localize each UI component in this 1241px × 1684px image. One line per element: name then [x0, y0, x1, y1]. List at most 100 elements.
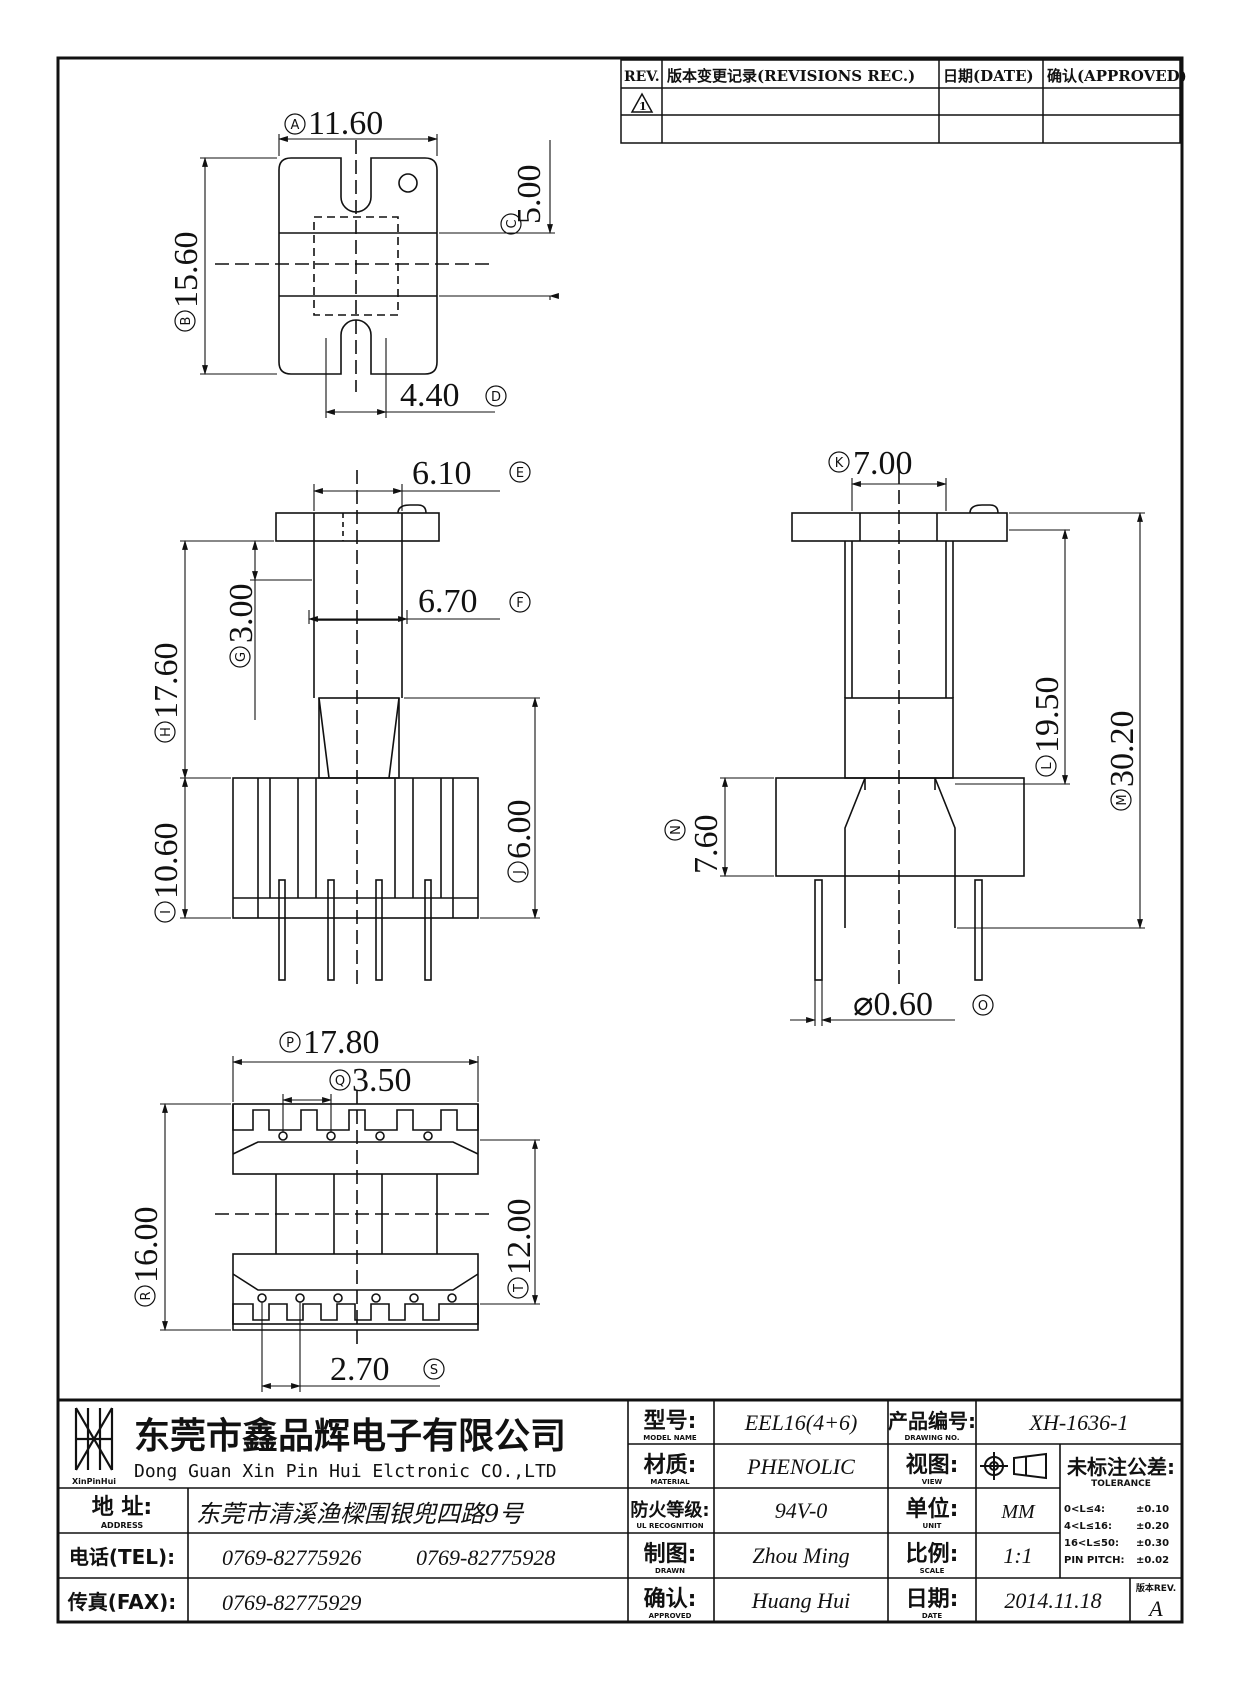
rev-value: A [1147, 1596, 1163, 1621]
tol-4-range: PIN PITCH: [1064, 1555, 1124, 1566]
scale-value: 1:1 [1003, 1543, 1032, 1568]
side-view-dimensions [720, 478, 1145, 1026]
dim-p-value: 17.80 [303, 1024, 380, 1061]
approved-label: 确认: [644, 1586, 697, 1612]
address-label: 地 址: [92, 1495, 152, 1520]
material-label: 材质: [644, 1453, 697, 1478]
dim-q-value: 3.50 [352, 1062, 412, 1099]
dim-k-value: 7.00 [853, 445, 913, 482]
view-label-en: VIEW [922, 1478, 943, 1486]
drawing-no-label-en: DRAWING NO. [905, 1434, 960, 1442]
flame-label: 防火等级: [630, 1499, 709, 1521]
approved-header: 确认(APPROVED) [1047, 67, 1187, 85]
drawn-value: Zhou Ming [752, 1543, 849, 1568]
dim-r-value: 16.00 [128, 1207, 165, 1284]
dim-b-value: 15.60 [168, 232, 205, 309]
model-label: 型号: [644, 1409, 697, 1434]
tol-1-range: 0<L≤4: [1064, 1504, 1105, 1515]
flame-value: 94V-0 [775, 1498, 828, 1523]
approved-value: Huang Hui [751, 1588, 850, 1613]
tolerance-label: 未标注公差: [1067, 1455, 1175, 1479]
dim-g-marker: G [234, 652, 249, 662]
drawing-no-label: 产品编号: [888, 1409, 976, 1433]
dim-n-marker: N [669, 825, 684, 835]
dim-b-marker: B [179, 317, 194, 326]
tol-3-range: 16<L≤50: [1064, 1538, 1119, 1549]
revision-triangle-icon [630, 92, 654, 113]
dim-t-marker: T [512, 1284, 527, 1293]
rev-1-number: 1 [639, 100, 647, 113]
fax-label: 传真(FAX): [67, 1590, 177, 1614]
company-logo [74, 1407, 114, 1471]
dim-p-marker: P [286, 1036, 294, 1051]
dim-c-value: 5.00 [511, 165, 548, 225]
dim-h-value: 17.60 [148, 643, 185, 720]
flame-label-en: UL RECOGNITION [636, 1522, 703, 1530]
dim-a-marker: A [291, 118, 300, 133]
top-view [215, 140, 495, 392]
revisions-header: 版本变更记录(REVISIONS REC.) [667, 67, 915, 85]
unit-label-en: UNIT [923, 1522, 942, 1530]
dim-r-marker: R [139, 1291, 154, 1300]
top-view-dimensions [200, 134, 555, 418]
drawing-no-value: XH-1636-1 [1029, 1410, 1129, 1435]
dim-d-value: 4.40 [400, 377, 460, 414]
address-label-en: ADDRESS [101, 1521, 144, 1530]
dim-l-value: 19.50 [1029, 677, 1066, 754]
fax-value: 0769-82775929 [222, 1590, 361, 1615]
dim-k-marker: K [835, 456, 844, 471]
dim-o-marker: O [978, 999, 988, 1014]
date-value: 2014.11.18 [1004, 1588, 1101, 1613]
company-name-cn: 东莞市鑫品辉电子有限公司 [134, 1416, 566, 1457]
unit-label: 单位: [906, 1496, 959, 1522]
dim-h-marker: H [159, 727, 174, 737]
bottom-view [215, 1090, 495, 1345]
dim-f-marker: F [516, 596, 523, 611]
dim-m-marker: M [1115, 794, 1130, 805]
dim-n-value: 7.60 [688, 815, 725, 875]
dim-m-value: 30.20 [1104, 711, 1141, 788]
dim-s-value: 2.70 [330, 1351, 390, 1388]
sheet-border [56, 56, 1184, 1624]
dim-c-marker: C [505, 219, 520, 228]
bottom-view-dimensions [160, 1056, 540, 1392]
date-label: 日期: [906, 1587, 959, 1612]
revision-table [620, 59, 1181, 144]
dim-q-marker: Q [335, 1074, 345, 1089]
front-view-dimensions [180, 484, 540, 919]
tel-label: 电话(TEL): [69, 1545, 175, 1569]
dim-i-marker: I [159, 910, 174, 914]
tol-2-value: ±0.20 [1136, 1521, 1169, 1532]
tol-4-value: ±0.02 [1136, 1555, 1169, 1566]
dim-f-value: 6.70 [418, 583, 478, 620]
dim-d-marker: D [491, 390, 501, 405]
dim-o-value: ⌀0.60 [853, 986, 933, 1023]
dim-l-marker: L [1040, 762, 1055, 770]
tol-1-value: ±0.10 [1136, 1504, 1169, 1515]
front-view [232, 470, 479, 990]
dim-e-marker: E [516, 466, 524, 481]
view-label: 视图: [906, 1452, 959, 1478]
rev-label: 版本REV. [1135, 1582, 1176, 1594]
dim-i-value: 10.60 [148, 823, 185, 900]
dim-j-value: 6.00 [501, 800, 538, 860]
tolerance-label-en: TOLERANCE [1091, 1479, 1151, 1489]
scale-label: 比例: [906, 1542, 959, 1567]
side-view [775, 470, 1025, 990]
logo-text: XinPinHui [72, 1477, 116, 1486]
date-label-en: DATE [922, 1612, 942, 1620]
dim-g-value: 3.00 [223, 584, 260, 644]
material-label-en: MATERIAL [650, 1478, 690, 1486]
rev-header: REV. [624, 69, 660, 85]
unit-value: MM [1000, 1501, 1036, 1523]
date-header: 日期(DATE) [943, 67, 1034, 85]
tel-2: 0769-82775928 [416, 1545, 555, 1570]
drawn-label-en: DRAWN [655, 1567, 685, 1575]
dim-e-value: 6.10 [412, 455, 472, 492]
model-value: EEL16(4+6) [744, 1410, 858, 1435]
title-block-grid [58, 1398, 1182, 1622]
tel-1: 0769-82775926 [222, 1545, 361, 1570]
company-name-en: Dong Guan Xin Pin Hui Elctronic CO.,LTD [134, 1461, 557, 1482]
dim-t-value: 12.00 [501, 1199, 538, 1276]
